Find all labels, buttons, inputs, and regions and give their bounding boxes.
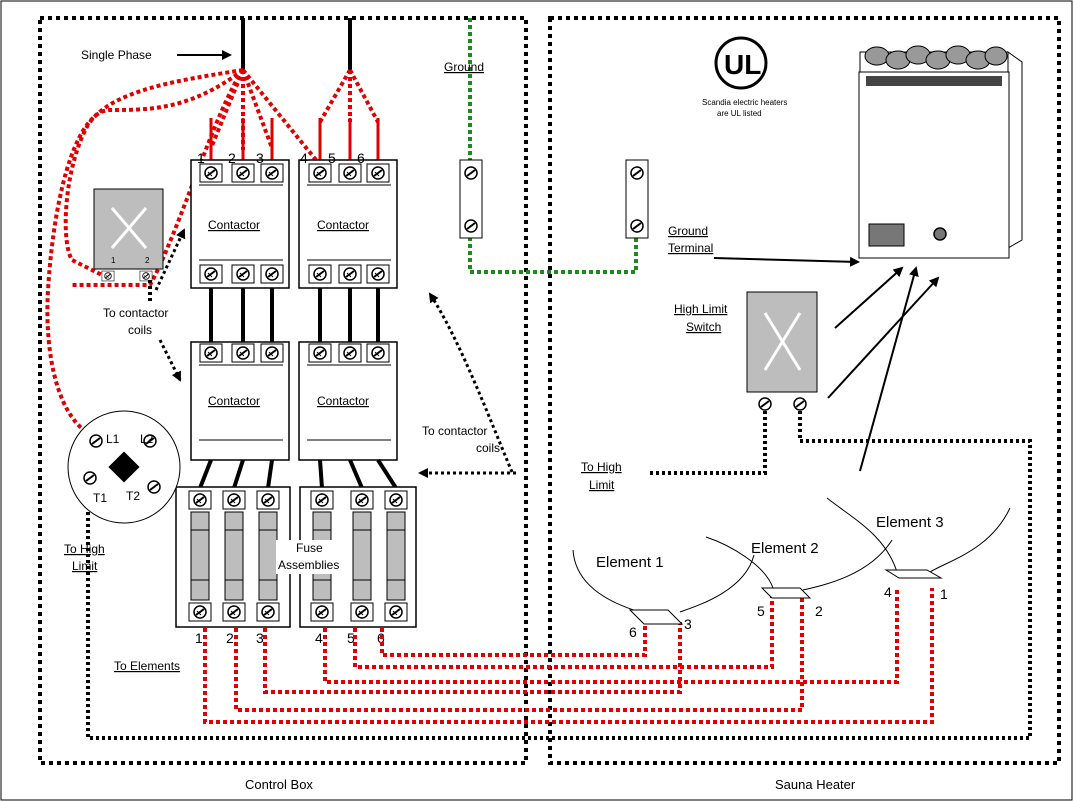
- to-contactor-coils-mid: coils: [476, 441, 500, 455]
- to-contactor-coils-left: To contactor: [103, 306, 168, 320]
- svg-text:T1: T1: [93, 491, 107, 505]
- contactor-label: Contactor: [208, 394, 260, 408]
- contactor-label: Contactor: [208, 218, 260, 232]
- control-box-caption: Control Box: [245, 777, 313, 792]
- svg-text:5: 5: [757, 603, 765, 619]
- to-high-limit-mid: To High: [581, 460, 622, 474]
- svg-text:2: 2: [226, 630, 234, 646]
- svg-text:T2: T2: [126, 489, 140, 503]
- element-1-label: Element 1: [596, 554, 664, 571]
- fuse-assembly-left: [175, 486, 291, 628]
- svg-text:2: 2: [145, 256, 150, 265]
- svg-text:6: 6: [357, 150, 365, 166]
- thermostat: L1 L2 T1 T2: [67, 410, 181, 524]
- svg-text:4: 4: [884, 584, 892, 600]
- coil-arrow-up: [154, 228, 186, 291]
- to-high-limit-left: To High: [64, 542, 105, 556]
- contactor-label: Contactor: [317, 394, 369, 408]
- contactor-top-left: Contactor: [190, 159, 290, 289]
- svg-text:4: 4: [315, 630, 323, 646]
- element-3-label: Element 3: [876, 514, 944, 531]
- control-box-outline: [38, 16, 528, 765]
- svg-text:L1: L1: [106, 432, 120, 446]
- element-3: Element 3 4 1: [826, 497, 1011, 602]
- ground-terminal-label: Terminal: [668, 241, 713, 255]
- ul-note: Scandia electric heaters: [702, 98, 787, 107]
- sauna-heater-caption: Sauna Heater: [775, 777, 856, 792]
- contactor-bottom-left: Contactor: [190, 341, 290, 461]
- contactor-label: Contactor: [317, 218, 369, 232]
- svg-text:2: 2: [815, 603, 823, 619]
- ul-note: are UL listed: [717, 109, 762, 118]
- svg-text:1: 1: [197, 150, 205, 166]
- single-phase-label: Single Phase: [81, 48, 152, 62]
- to-coils-arrow: [428, 292, 514, 473]
- ground-terminal-arrow: [713, 256, 860, 267]
- top-terminal-numbers: 1 2 3 4 5 6: [197, 150, 365, 166]
- contactor-top-right: Contactor: [298, 159, 398, 289]
- ul-logo: UL: [714, 36, 768, 90]
- relay: 1 2: [93, 188, 164, 303]
- to-elements-label: To Elements: [114, 659, 180, 673]
- ground-label: Ground: [444, 60, 484, 74]
- high-limit-switch: [746, 291, 818, 411]
- contactor-bottom-right: Contactor: [298, 341, 398, 461]
- element-2: Element 2 5 2: [705, 536, 893, 619]
- svg-text:6: 6: [629, 624, 637, 640]
- svg-text:1: 1: [111, 256, 116, 265]
- to-contactor-coils-mid: To contactor: [422, 424, 487, 438]
- svg-text:4: 4: [300, 150, 308, 166]
- ground-terminal-label: Ground: [668, 224, 708, 238]
- high-limit-switch-label: High Limit: [674, 302, 728, 316]
- svg-text:UL: UL: [724, 49, 761, 80]
- svg-text:1: 1: [940, 586, 948, 602]
- svg-text:3: 3: [684, 616, 692, 632]
- coil-arrow-down: [158, 339, 182, 382]
- svg-text:3: 3: [256, 630, 264, 646]
- high-limit-switch-label: Switch: [686, 320, 721, 334]
- element-1: Element 1 6 3: [572, 549, 755, 640]
- fuse-assemblies-label: Assemblies: [278, 558, 339, 572]
- contactor-links: [209, 288, 380, 342]
- high-limit-loop: [86, 405, 1032, 740]
- svg-text:2: 2: [228, 150, 236, 166]
- to-high-limit-mid: Limit: [589, 478, 615, 492]
- element-wires: [203, 588, 934, 724]
- ground-wiring: [459, 18, 649, 274]
- single-phase-feed: [45, 18, 380, 437]
- fuse-label-bg: [276, 540, 350, 574]
- svg-text:L2: L2: [140, 432, 154, 446]
- element-arrow-2: [859, 266, 919, 472]
- fuse-assemblies-label: Fuse: [296, 541, 323, 555]
- svg-text:5: 5: [328, 150, 336, 166]
- high-limit-arrow: [834, 266, 904, 329]
- svg-text:3: 3: [256, 150, 264, 166]
- sauna-heater-outline: [548, 16, 1061, 765]
- svg-text:5: 5: [347, 630, 355, 646]
- element-arrow-1: [827, 276, 940, 399]
- element-2-label: Element 2: [751, 540, 819, 557]
- fuse-assembly-right: [299, 486, 417, 628]
- to-high-limit-left: Limit: [72, 559, 98, 573]
- fuse-links: [198, 458, 398, 490]
- sauna-heater-illustration: [858, 45, 1023, 259]
- svg-text:1: 1: [195, 630, 203, 646]
- to-contactor-coils-left: coils: [128, 323, 152, 337]
